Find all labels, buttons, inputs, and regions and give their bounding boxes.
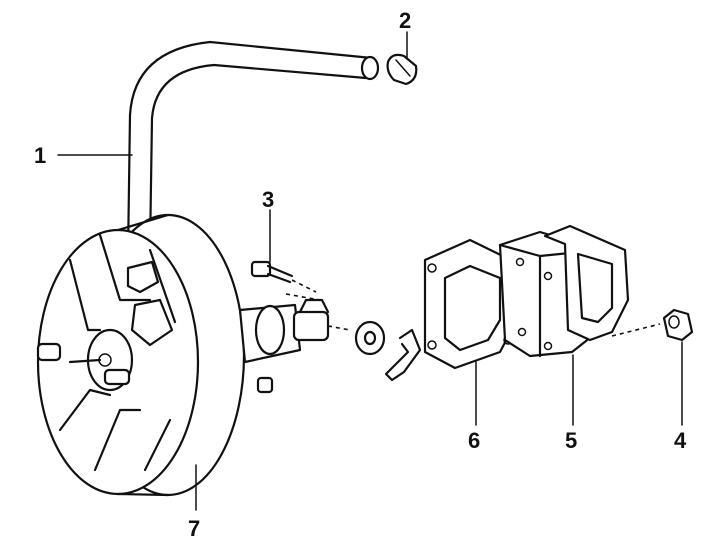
callout-2: 2 (399, 8, 411, 33)
part-3-bolt (250, 260, 317, 293)
master-cylinder-pushrod (238, 293, 351, 394)
callout-7: 7 (188, 516, 200, 541)
washer (354, 320, 386, 356)
callout-5: 5 (565, 428, 577, 453)
part-2-hose-clamp (386, 53, 418, 86)
retaining-clip (384, 328, 422, 382)
part-7-brake-booster (36, 213, 246, 497)
callout-1: 1 (34, 143, 46, 168)
callout-4: 4 (674, 428, 687, 453)
part-4-nut (662, 308, 694, 342)
rear-gasket (543, 224, 661, 342)
callout-6: 6 (468, 428, 480, 453)
callout-3: 3 (262, 187, 274, 212)
part-1-vacuum-hose (126, 40, 380, 257)
leader-lines (57, 31, 683, 511)
part-6-gasket (423, 238, 520, 370)
